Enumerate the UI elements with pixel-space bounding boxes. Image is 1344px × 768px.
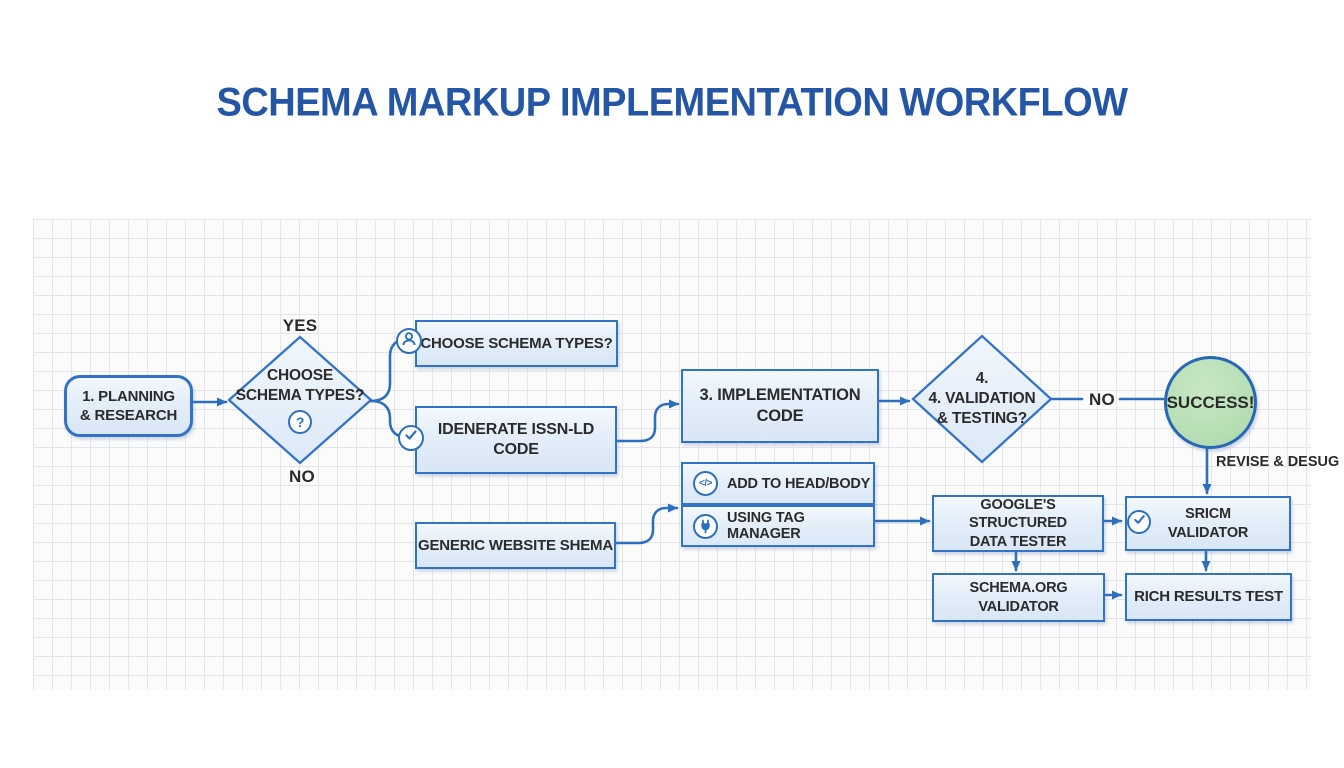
node-choose-schema-types: CHOOSE SCHEMA TYPES?	[396, 320, 618, 367]
check-icon	[398, 425, 424, 451]
edge-generic-to-tagmanager	[611, 503, 679, 545]
node-implementation-code: 3. IMPLEMENTATION CODE	[681, 369, 879, 443]
node-rich-results-test: RICH RESULTS TEST	[1125, 573, 1292, 621]
node-generate-jsonld-code: IDENERATE ISSN-LD CODE	[398, 406, 617, 474]
node-google-structured-data-tester: GOOGLE'S STRUCTURED DATA TESTER	[932, 495, 1104, 552]
question-icon: ?	[288, 410, 312, 435]
person-icon	[396, 328, 422, 354]
code-icon: </>	[693, 471, 718, 496]
yes-label: YES	[282, 316, 318, 335]
node-success: SUCCESS!	[1164, 356, 1257, 449]
node-choose-schema-decision: CHOOSE SCHEMA TYPES? ?	[229, 344, 371, 456]
page-title: SCHEMA MARKUP IMPLEMENTATION WORKFLOW	[216, 81, 1128, 125]
node-add-to-head-body: </> ADD TO HEAD/BODY	[681, 462, 875, 505]
no-label-bottom: NO	[289, 467, 315, 486]
node-sricm-validator: SRICM VALIDATOR	[1125, 496, 1291, 551]
plug-icon	[693, 513, 718, 539]
check-icon	[1127, 510, 1151, 534]
node-planning-research: 1. PLANNING & RESEARCH	[64, 375, 193, 437]
node-validation-testing-decision: 4. 4. VALIDATION & TESTING?	[928, 369, 1036, 428]
no-label-path: NO	[1089, 390, 1115, 409]
edge-generate-to-implementation	[612, 399, 680, 443]
node-schema-org-validator: SCHEMA.ORG VALIDATOR	[932, 573, 1105, 622]
revise-debug-label: REVISE & DESUG	[1216, 454, 1340, 470]
node-using-tag-manager: USING TAG MANAGER	[681, 505, 875, 547]
node-generic-website-schema: GENERIC WEBSITE SHEMA	[415, 522, 616, 569]
